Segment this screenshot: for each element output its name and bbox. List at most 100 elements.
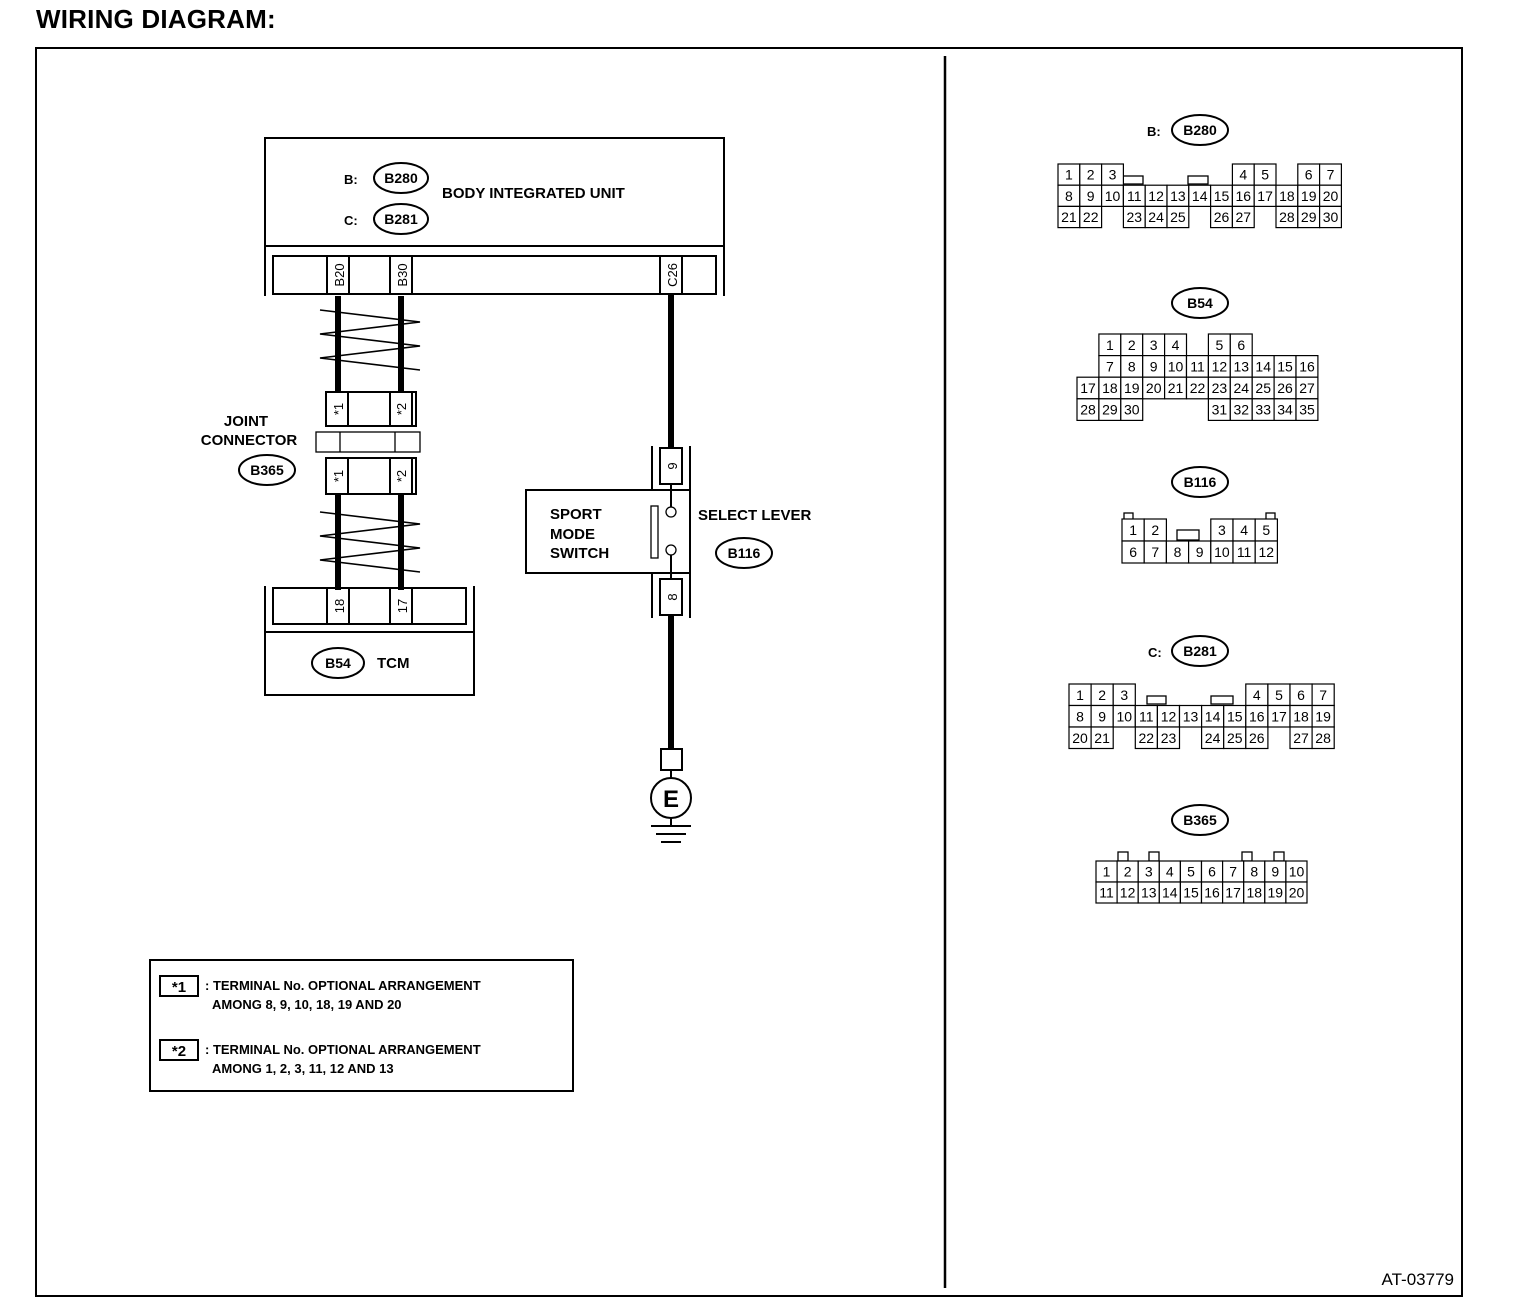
- figure-id: AT-03779: [1382, 1270, 1454, 1289]
- conn-pin-label: 12: [1148, 188, 1164, 204]
- conn-pin-label: 18: [1247, 885, 1263, 901]
- tcm-conn-tag: B54: [325, 655, 351, 671]
- conn-pin-label: 5: [1275, 687, 1283, 703]
- conn-pin-label: 27: [1299, 380, 1315, 396]
- conn-pin-label: 10: [1289, 864, 1305, 880]
- joint-pin-2-top: *2: [394, 403, 409, 415]
- conn-pin-label: 4: [1239, 167, 1247, 183]
- conn-pin-label: 24: [1148, 209, 1164, 225]
- conn-pin-label: 6: [1297, 687, 1305, 703]
- twisted-pair-lower: [319, 494, 421, 590]
- conn-pin-label: 35: [1299, 402, 1315, 418]
- conn-cell: [1120, 398, 1144, 421]
- tcm-pin-17: 17: [395, 599, 410, 613]
- conn-cell: [1245, 726, 1269, 750]
- conn-pin-label: 1: [1065, 167, 1073, 183]
- conn-pin-label: 12: [1212, 358, 1228, 374]
- conn-pin-label: 8: [1128, 358, 1136, 374]
- conn-pin-label: 1: [1129, 522, 1137, 538]
- conn-pin-label: 11: [1127, 188, 1142, 204]
- conn-pin-label: 24: [1234, 380, 1250, 396]
- conn-pin-label: 6: [1129, 544, 1137, 560]
- conn-pin-label: 15: [1277, 358, 1293, 374]
- tcm: 18 17 B54 TCM: [264, 586, 475, 696]
- conn-pin-label: 6: [1208, 864, 1216, 880]
- conn-pin-label: 7: [1327, 167, 1335, 183]
- conn-pin-label: 5: [1187, 864, 1195, 880]
- conn-pin-label: 30: [1124, 402, 1140, 418]
- legend-2-line1: : TERMINAL No. OPTIONAL ARRANGEMENT: [205, 1042, 481, 1057]
- bcm-pin-c26: C26: [665, 263, 680, 287]
- select-lever-label: SELECT LEVER: [698, 507, 812, 524]
- conn-pin-label: 2: [1098, 687, 1106, 703]
- conn-pin-label: 11: [1139, 708, 1154, 724]
- switch-pin-9: 9: [665, 462, 680, 469]
- conn-cell: [1090, 726, 1114, 750]
- conn-b280-tag: B280: [1183, 122, 1217, 138]
- conn-pin-label: 16: [1204, 885, 1220, 901]
- conn-pin-label: 10: [1214, 544, 1230, 560]
- conn-pin-label: 4: [1172, 337, 1180, 353]
- conn-pin-label: 13: [1141, 885, 1157, 901]
- sport-mode-switch: 9 SPORT MODE SWITCH 8 SELECT LEVER B116: [525, 446, 812, 618]
- conn-pin-label: 17: [1080, 380, 1096, 396]
- conn-pin-label: 5: [1262, 522, 1270, 538]
- conn-b281-prefix: C:: [1148, 645, 1162, 660]
- conn-b54-tag: B54: [1187, 295, 1213, 311]
- conn-pin-label: 10: [1117, 708, 1133, 724]
- conn-pin-label: 15: [1214, 188, 1230, 204]
- conn-cell: [1295, 398, 1319, 421]
- conn-pin-label: 23: [1161, 730, 1177, 746]
- conn-pin-label: 4: [1240, 522, 1248, 538]
- conn-pin-label: 21: [1094, 730, 1110, 746]
- conn-pin-label: 25: [1170, 209, 1186, 225]
- twisted-pair-upper: [319, 296, 421, 392]
- conn-pin-label: 7: [1106, 358, 1114, 374]
- conn-pin-label: 28: [1080, 402, 1096, 418]
- conn-cell: [1231, 205, 1255, 229]
- switch-name-line3: SWITCH: [550, 545, 609, 562]
- conn-pin-label: 23: [1127, 209, 1143, 225]
- page-title: WIRING DIAGRAM:: [36, 4, 276, 34]
- legend-2-line2: AMONG 1, 2, 3, 11, 12 AND 13: [212, 1061, 394, 1076]
- conn-pin-label: 27: [1293, 730, 1309, 746]
- conn-pin-label: 11: [1237, 544, 1252, 560]
- legend-1-line1: : TERMINAL No. OPTIONAL ARRANGEMENT: [205, 978, 481, 993]
- conn-pin-label: 7: [1229, 864, 1237, 880]
- conn-pin-label: 10: [1105, 188, 1121, 204]
- conn-pin-label: 25: [1227, 730, 1243, 746]
- conn-pin-label: 16: [1299, 358, 1315, 374]
- conn-pin-label: 1: [1106, 337, 1114, 353]
- conn-pin-label: 27: [1236, 209, 1252, 225]
- conn-pin-label: 11: [1099, 885, 1114, 901]
- conn-pin-label: 3: [1145, 864, 1153, 880]
- legend-1-line2: AMONG 8, 9, 10, 18, 19 AND 20: [212, 997, 402, 1012]
- conn-pin-label: 19: [1268, 885, 1284, 901]
- conn-pin-label: 19: [1315, 708, 1331, 724]
- conn-pin-label: 20: [1289, 885, 1305, 901]
- conn-pin-label: 1: [1103, 864, 1111, 880]
- conn-pin-label: 20: [1072, 730, 1088, 746]
- conn-pin-label: 6: [1305, 167, 1313, 183]
- joint-connector: *1 *2 *1 *2 JOINT CONNECTOR B365: [201, 391, 421, 495]
- legend-mark-2: *2: [172, 1043, 186, 1060]
- conn-pin-label: 23: [1212, 380, 1228, 396]
- conn-pin-label: 2: [1124, 864, 1132, 880]
- conn-b116-tag: B116: [1184, 474, 1217, 490]
- body-integrated-unit: B: B280 C: B281 BODY INTEGRATED UNIT B20…: [264, 137, 725, 296]
- conn-pin-label: 21: [1168, 380, 1184, 396]
- conn-pin-label: 1: [1076, 687, 1084, 703]
- conn-pin-label: 16: [1236, 188, 1252, 204]
- conn-pin-label: 26: [1214, 209, 1230, 225]
- conn-pin-label: 2: [1087, 167, 1095, 183]
- conn-pin-label: 13: [1183, 708, 1199, 724]
- conn-pin-label: 28: [1279, 209, 1295, 225]
- ground-label: E: [663, 786, 679, 813]
- conn-pin-label: 8: [1076, 708, 1084, 724]
- conn-pin-label: 17: [1257, 188, 1273, 204]
- conn-pin-label: 13: [1234, 358, 1250, 374]
